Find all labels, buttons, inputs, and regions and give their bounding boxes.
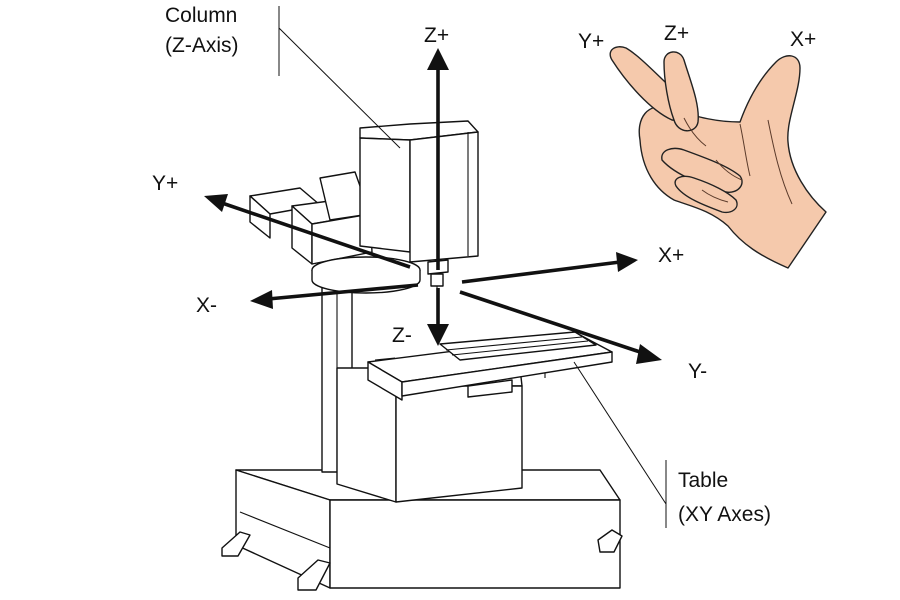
table-label-line1: Table: [678, 469, 728, 492]
hand-y-plus-label: Y+: [578, 30, 604, 53]
z-plus-label: Z+: [424, 24, 449, 47]
milling-machine: [221, 120, 623, 591]
machine-base: [221, 469, 623, 591]
machine-axes: [204, 48, 662, 364]
x-minus-axis-line: [267, 283, 419, 301]
y-minus-arrowhead: [636, 344, 662, 364]
machine-foot: [597, 529, 623, 553]
x-minus-label: X-: [196, 294, 217, 317]
machine-foot: [221, 531, 251, 557]
column-label-line2: (Z-Axis): [165, 34, 238, 57]
right-hand-rule-hand: [609, 46, 827, 269]
y-minus-label: Y-: [688, 360, 707, 383]
work-table: [367, 331, 613, 401]
z-minus-arrowhead: [427, 324, 449, 346]
y-minus-axis-line: [459, 290, 647, 356]
y-plus-label: Y+: [152, 172, 178, 195]
z-plus-arrowhead: [427, 48, 449, 70]
y-plus-arrowhead: [204, 194, 228, 212]
machine-foot: [297, 559, 331, 591]
x-plus-arrowhead: [616, 252, 638, 272]
x-plus-axis-line: [461, 260, 621, 284]
hand-z-plus-label: Z+: [664, 22, 689, 45]
hand-x-plus-label: X+: [790, 28, 816, 51]
table-label-line2: (XY Axes): [678, 503, 771, 526]
x-minus-arrowhead: [250, 290, 273, 309]
column-callout: Column (Z-Axis): [165, 4, 401, 149]
column-housing: [359, 120, 479, 300]
column-label-line1: Column: [165, 4, 237, 27]
x-plus-label: X+: [658, 244, 684, 267]
z-minus-label: Z-: [392, 324, 412, 347]
y-plus-axis-line: [221, 201, 411, 269]
table-callout: Table (XY Axes): [573, 361, 771, 528]
